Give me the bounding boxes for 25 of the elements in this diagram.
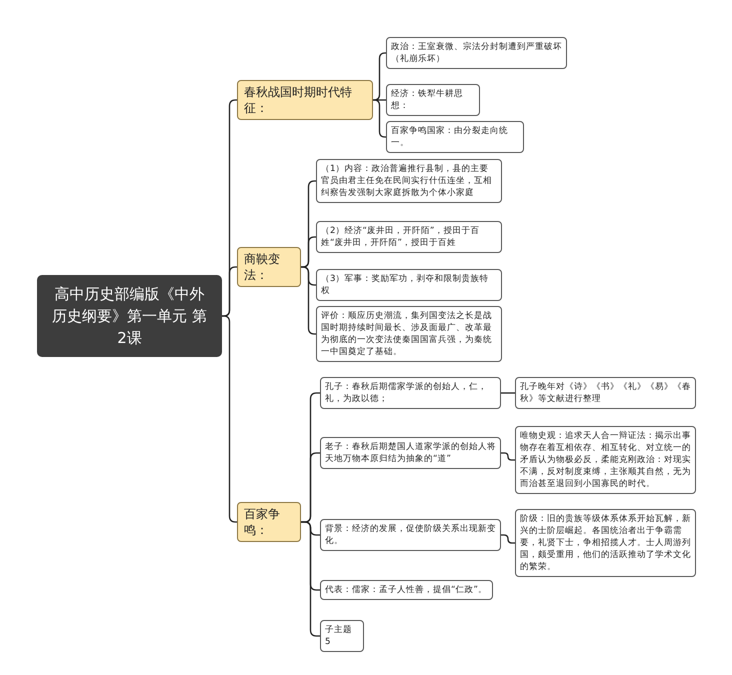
subtopic-box: 老子：春秋后期楚国人道家学派的创始人将天地万物本原归结为抽象的“道” (320, 437, 501, 469)
connector-line (301, 521, 320, 637)
subtopic-box: （2）经济“废井田，开阡陌”，授田于百姓“废井田，开阡陌”，授田于百姓 (316, 221, 502, 253)
connector-line (501, 534, 515, 544)
subtopic-box: 背景：经济的发展，促使阶级关系出现新变化。 (320, 519, 501, 551)
subtopic-box: 代表：儒家：孟子人性善，提倡“仁政”。 (320, 580, 493, 600)
topic-box: 商鞅变法： (237, 247, 301, 287)
subtopic-box: 唯物史观：追求天人合一辩证法：揭示出事物存在着互相依存、相互转化、对立统一的矛盾认为物极必反，柔能克刚政治：对现实不满，反对制度束缚，主张顺其自然，无为而治甚至退回到小国寡民的时代。 (515, 426, 696, 494)
connector-line (222, 266, 237, 317)
central-topic: 高中历史部编版《中外历史纲要》第一单元 第2课 (37, 275, 222, 357)
topic-box: 春秋战国时期时代特征： (237, 80, 373, 120)
connector-line (501, 452, 515, 461)
subtopic-box: 子主题 5 (320, 620, 364, 652)
connector-line (501, 392, 515, 394)
subtopic-box: 政治：王室衰微、宗法分封制遭到严重破坏（礼崩乐坏） (386, 37, 567, 69)
subtopic-box: 阶级：旧的贵族等级体系体系开始瓦解，新兴的士阶层崛起。各国统治者出于争霸需要，礼贤下士，争相招揽人才。士人周游列国，颇受重用，他们的活跃推动了学术文化的繁荣。 (515, 509, 696, 577)
connector-line (301, 236, 316, 268)
subtopic-box: （3）军事：奖励军功，剥夺和限制贵族特权 (316, 269, 502, 301)
subtopic-box: 孔子晚年对《诗》《书》《礼》《易》《春秋》等文献进行整理 (515, 377, 696, 409)
subtopic-box: 评价：顺应历史潮流，集列国变法之长是战国时期持续时间最长、涉及面最广、改革最为彻底的一次变法使秦国国富兵强，为秦统一中国奠定了基础。 (316, 306, 502, 362)
subtopic-box: 百家争鸣国家：由分裂走向统一。 (386, 121, 524, 153)
subtopic-box: 孔子：春秋后期儒家学派的创始人，仁，礼，为政以德； (320, 377, 501, 409)
subtopic-box: （1）内容：政治普遍推行县制，县的主要官员由君主任免在民间实行什伍连坐，互相纠察告发强制大家庭拆散为个体小家庭 (316, 159, 502, 203)
topic-box: 百家争鸣： (237, 502, 301, 542)
subtopic-box: 经济：铁犁牛耕思想： (386, 84, 480, 116)
